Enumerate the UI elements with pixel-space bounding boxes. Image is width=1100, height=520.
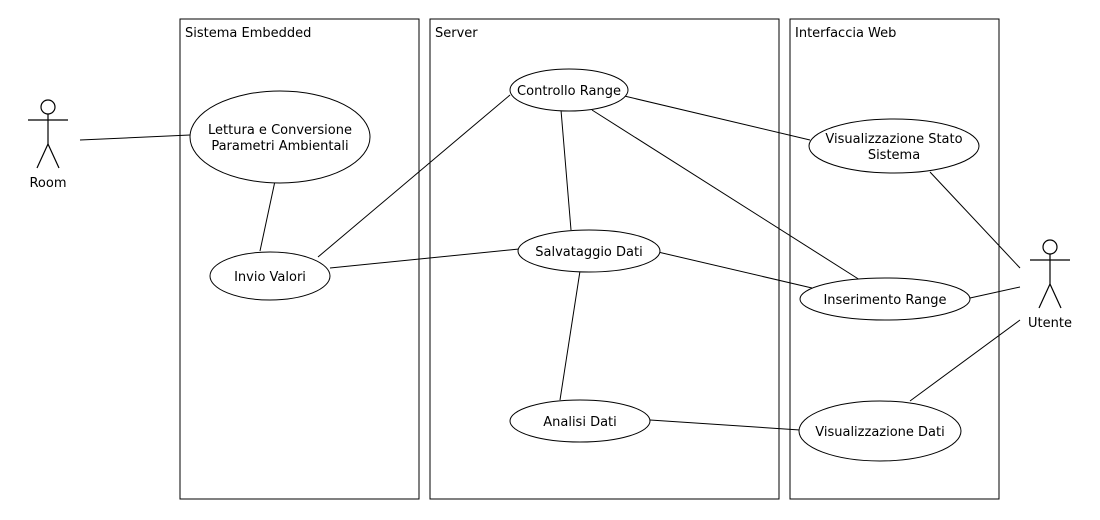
actor-right-leg xyxy=(47,143,60,169)
actor-label: Utente xyxy=(1028,316,1072,331)
boundary-label: Server xyxy=(435,26,478,41)
actor-right-leg xyxy=(1049,283,1062,309)
use-case-controllo[interactable]: Controllo Range xyxy=(509,68,629,112)
boundary-label: Sistema Embedded xyxy=(185,26,311,41)
association-vis-stato-utente xyxy=(929,171,1021,269)
association-controllo-salvataggio xyxy=(560,109,572,231)
use-case-label: Invio Valori xyxy=(234,270,306,285)
actor-head xyxy=(40,99,56,115)
use-case-inserimento[interactable]: Inserimento Range xyxy=(799,277,971,321)
use-case-ellipse[interactable] xyxy=(808,118,980,174)
use-case-label: Inserimento Range xyxy=(823,293,946,308)
use-case-vis-dati[interactable]: Visualizzazione Dati xyxy=(798,400,962,462)
association-salvataggio-inserimento xyxy=(657,251,813,289)
association-salvataggio-analisi xyxy=(559,270,581,401)
association-analisi-vis-dati xyxy=(649,419,801,431)
use-case-ellipse[interactable] xyxy=(517,229,661,273)
actor-label: Room xyxy=(29,176,66,191)
association-lettura-invio xyxy=(259,180,276,252)
use-case-invio[interactable]: Invio Valori xyxy=(209,251,331,301)
use-case-ellipse[interactable] xyxy=(799,277,971,321)
use-case-label: Parametri Ambientali xyxy=(211,139,348,154)
use-case-label: Salvataggio Dati xyxy=(535,245,642,260)
association-vis-dati-utente xyxy=(909,319,1021,402)
actor-left-leg xyxy=(1038,283,1051,309)
use-case-salvataggio[interactable]: Salvataggio Dati xyxy=(517,229,661,273)
association-inserimento-utente xyxy=(969,286,1021,299)
association-controllo-vis-stato xyxy=(619,94,811,141)
actor-left-leg xyxy=(36,143,49,169)
use-case-ellipse[interactable] xyxy=(509,68,629,112)
use-case-ellipse[interactable] xyxy=(189,90,371,184)
association-invio-controllo xyxy=(317,94,511,258)
use-case-label: Controllo Range xyxy=(517,84,621,99)
actor-utente[interactable]: Utente xyxy=(1028,239,1072,331)
use-case-label: Visualizzazione Dati xyxy=(815,425,944,440)
boundary-label: Interfaccia Web xyxy=(795,26,896,41)
use-case-ellipse[interactable] xyxy=(798,400,962,462)
use-case-label: Visualizzazione Stato xyxy=(825,132,962,147)
association-room-lettura xyxy=(79,134,191,141)
association-invio-salvataggio xyxy=(329,248,520,269)
use-case-label: Lettura e Conversione xyxy=(208,123,352,138)
use-case-label: Sistema xyxy=(868,148,920,163)
association-controllo-inserimento xyxy=(591,109,861,281)
actor-room[interactable]: Room xyxy=(28,99,68,191)
use-case-label: Analisi Dati xyxy=(543,415,617,430)
actor-head xyxy=(1042,239,1058,255)
use-case-analisi[interactable]: Analisi Dati xyxy=(509,399,651,443)
use-case-ellipse[interactable] xyxy=(509,399,651,443)
use-case-ellipse[interactable] xyxy=(209,251,331,301)
